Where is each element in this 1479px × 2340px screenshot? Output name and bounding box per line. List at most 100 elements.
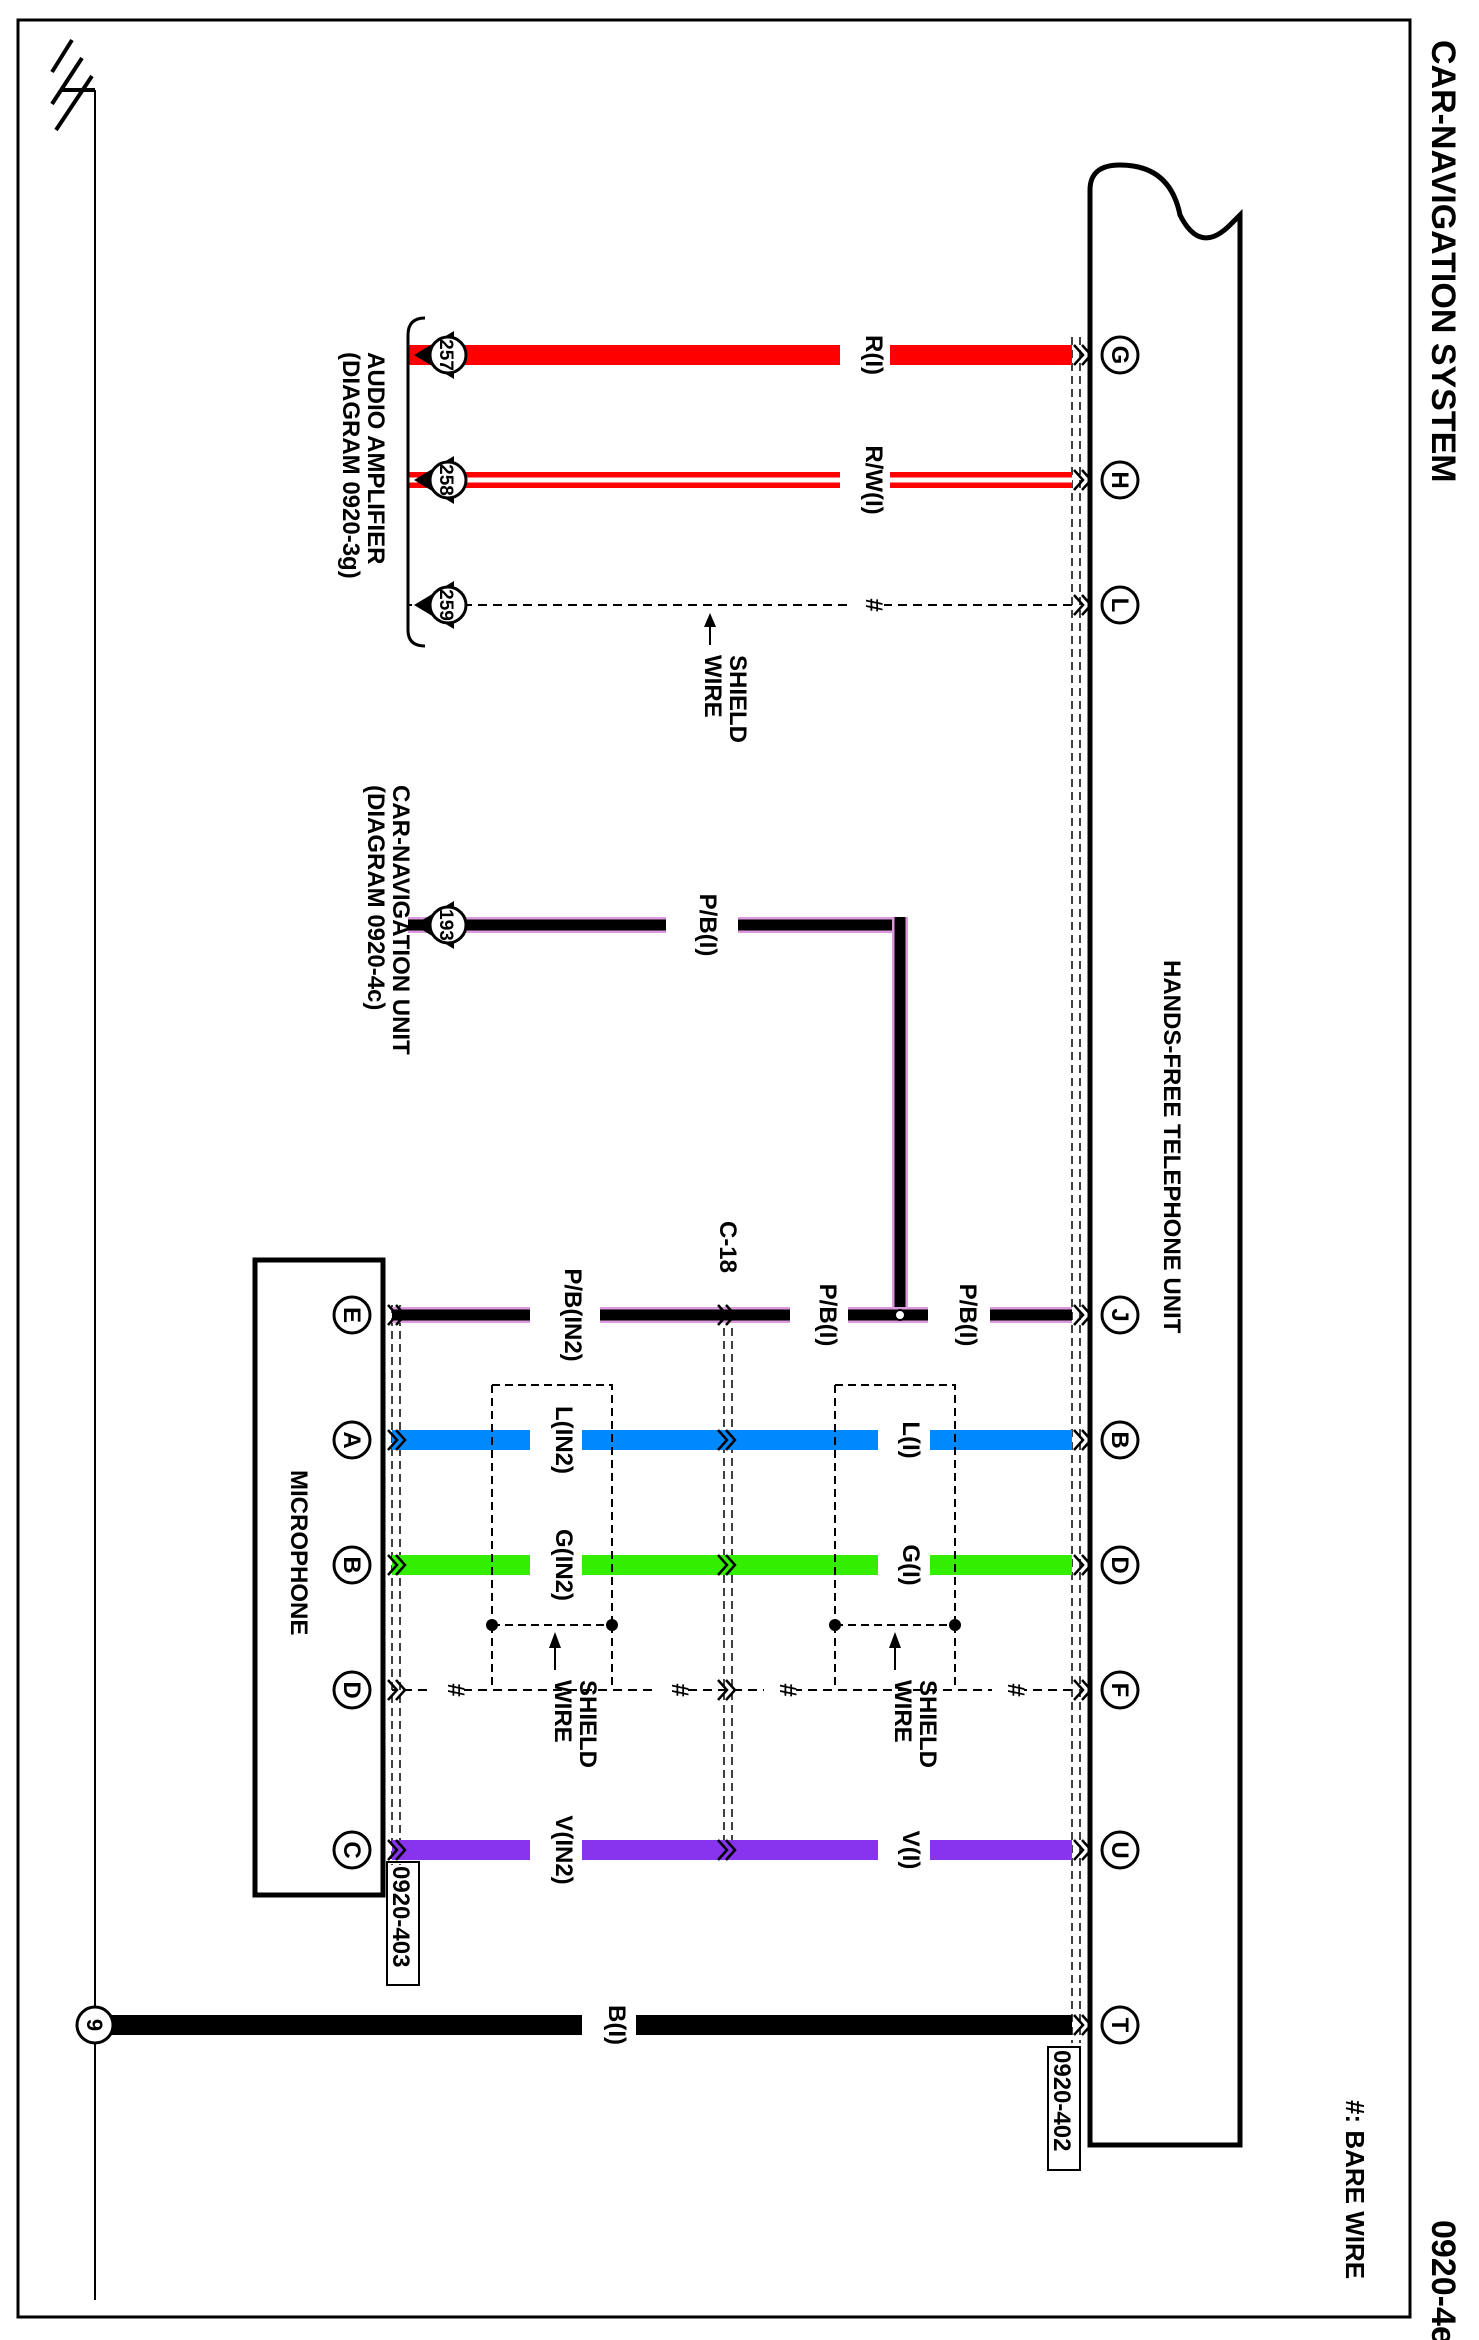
splice-chevron-a-0: [717, 1304, 737, 1326]
shield-label-r-1: SHIELD: [914, 1680, 941, 1768]
shield-loop-left: [491, 1384, 613, 1625]
wire-f_3-label: #: [666, 1683, 693, 1696]
mic-pin-a: [332, 1420, 372, 1460]
hf-pin-h: [1100, 460, 1140, 500]
wire-b-left-gap: [530, 1426, 582, 1454]
mic-pin-label: B: [338, 1556, 365, 1573]
diagram-title: CAR-NAVIGATION SYSTEM: [1424, 40, 1462, 483]
wire-f_1-gap: [992, 1676, 1024, 1704]
bare-wire-legend: #: BARE WIRE: [1340, 2100, 1370, 2279]
junction-c18-label: C-18: [714, 1221, 741, 1273]
nav-terminal-193-label: 193: [435, 909, 456, 941]
shield-label-l-1: SHIELD: [724, 655, 751, 743]
wire-t-label: B(I): [603, 2005, 630, 2045]
hf-chevron-2: [1073, 594, 1093, 616]
wire-t-gap: [582, 2011, 636, 2039]
hf-chevron-7: [1073, 1839, 1093, 1861]
mic-chevron-1: [387, 1429, 407, 1451]
wire-u-right-gap: [878, 1836, 930, 1864]
hf-pin-label: L: [1106, 598, 1133, 613]
shield-pointer-l-head: [704, 613, 716, 627]
car-navigation-diagram-ref: (DIAGRAM 0920-4c): [362, 785, 389, 1010]
wire-u-right-label: V(I): [897, 1831, 924, 1870]
hf-pin-f: [1100, 1670, 1140, 1710]
car-navigation-label: CAR-NAVIGATION UNIT: [387, 785, 414, 1055]
mic-pin-label: E: [338, 1307, 365, 1323]
shield-label-l-2: WIRE: [699, 655, 726, 718]
wire-f_1-label: #: [1002, 1683, 1029, 1696]
wire-j-left-label: P/B(IN2): [559, 1268, 586, 1361]
wire-d-right-label: G(I): [897, 1544, 924, 1585]
wire-j-mid-gap: [790, 1301, 848, 1329]
amp-terminal-257: [428, 335, 468, 375]
microphone-body: [252, 1257, 386, 1898]
wire-l-gap: [848, 591, 884, 619]
mic-chevron-4: [387, 1839, 407, 1861]
hf-pin-label: D: [1106, 1556, 1133, 1573]
hf-pin-label: T: [1106, 2018, 1133, 2033]
shield-label-l2-2: WIRE: [549, 1680, 576, 1743]
hf-pin-t: [1100, 2005, 1140, 2045]
wire-f_2-label: #: [774, 1683, 801, 1696]
wire-d-right-gap: [878, 1551, 930, 1579]
pins-layer: [75, 331, 1140, 2045]
hf-pin-j: [1100, 1295, 1140, 1335]
wire-d-left-label: G(IN2): [550, 1529, 577, 1601]
wire-r-label: R(I): [860, 335, 887, 375]
hf-pin-label: J: [1106, 1308, 1133, 1321]
wire-j-right-label: P/B(I): [954, 1284, 981, 1347]
hf-chevron-6: [1073, 1679, 1093, 1701]
nav-terminal-193: [428, 905, 468, 945]
mic-pin-d: [332, 1670, 372, 1710]
wire-j-splice-dot: [894, 1309, 906, 1321]
wire-f_4-label: #: [442, 1683, 469, 1696]
ground-ref-label: 9: [82, 2019, 107, 2031]
hf-chevron-8: [1073, 2014, 1093, 2036]
hf-connector-code: 0920-402: [1047, 2046, 1081, 2171]
hf-pin-l: [1100, 585, 1140, 625]
hf-chevron-0: [1073, 344, 1093, 366]
wire-f_3-gap: [656, 1676, 688, 1704]
wire-j-right-gap: [928, 1301, 990, 1329]
hf-pin-d: [1100, 1545, 1140, 1585]
wire-f_2-gap: [764, 1676, 796, 1704]
hf-pin-label: H: [1106, 471, 1133, 488]
mic-pin-b: [332, 1545, 372, 1585]
hands-free-unit-body: [1087, 162, 1243, 2148]
splice-chevron-a-4: [717, 1839, 737, 1861]
audio-amplifier-diagram-ref: (DIAGRAM 0920-3g): [337, 352, 364, 579]
wire-r-gap: [840, 341, 890, 369]
wire-rw-gap: [840, 466, 890, 494]
splice-chevron-a-3: [717, 1679, 737, 1701]
hf-pin-label: U: [1106, 1841, 1133, 1858]
mic-connector-code: 0920-403: [386, 1861, 420, 1986]
wire-b-left-label: L(IN2): [550, 1406, 577, 1474]
hf-pin-u: [1100, 1830, 1140, 1870]
wires-layer: [95, 337, 1093, 2043]
shield-label-l2-1: SHIELD: [574, 1680, 601, 1768]
labels-layer: R(I)R/W(I)#SHIELDWIREP/B(I)P/B(I)P/B(I)P…: [82, 335, 1133, 2045]
splice-chevron-a-1: [717, 1429, 737, 1451]
hf-chevron-1: [1073, 469, 1093, 491]
mic-chevron-0: [387, 1304, 407, 1326]
wire-b-right-label: L(I): [897, 1421, 924, 1458]
ground-ref-circle: [75, 2005, 115, 2045]
ground-icon: [50, 38, 95, 132]
mic-pin-c: [332, 1830, 372, 1870]
wire-nav-gap: [666, 911, 738, 939]
hands-free-unit-label: HANDS-FREE TELEPHONE UNIT: [1158, 960, 1185, 1334]
audio-amplifier-label: AUDIO AMPLIFIER: [362, 352, 389, 564]
amp-terminal-259-label: 259: [435, 589, 456, 621]
wire-nav-label: P/B(I): [694, 894, 721, 957]
wire-f_4-gap: [432, 1676, 464, 1704]
hf-pin-label: G: [1106, 346, 1133, 365]
wire-d-left-gap: [530, 1551, 582, 1579]
hf-chevron-4: [1073, 1429, 1093, 1451]
amp-terminal-258: [428, 460, 468, 500]
mic-pin-label: C: [338, 1841, 365, 1858]
wire-j-mid-label: P/B(I): [814, 1284, 841, 1347]
audio-amplifier-bracket: [406, 316, 426, 648]
hf-pin-g: [1100, 335, 1140, 375]
mic-pin-e: [332, 1295, 372, 1335]
mic-pin-label: D: [338, 1681, 365, 1698]
